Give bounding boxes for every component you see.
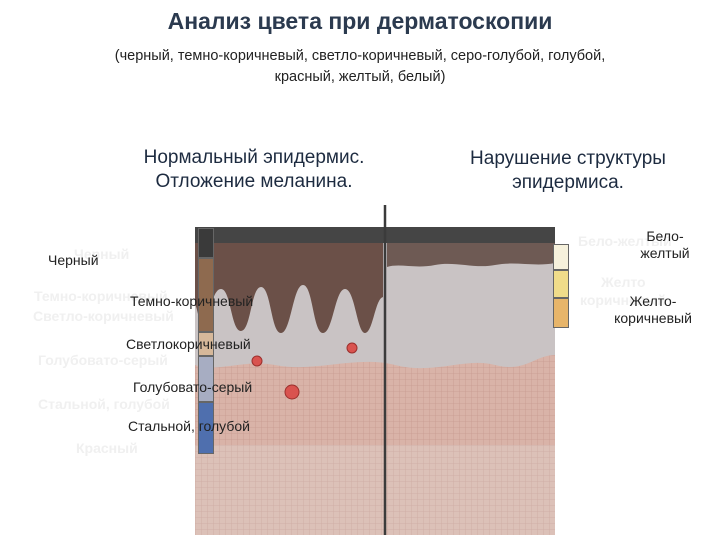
slide-title: Анализ цвета при дерматоскопии xyxy=(0,8,720,35)
label-bluish-gray: Голубовато-серый xyxy=(133,379,252,396)
right-heading-line1: Нарушение структуры xyxy=(440,147,696,171)
stratum-corneum xyxy=(195,227,555,243)
label-yellow-brown-line1: Желто- xyxy=(600,293,706,310)
label-white-yellow: Бело- желтый xyxy=(632,228,698,262)
surface-band xyxy=(195,205,555,227)
skin-cross-section-diagram xyxy=(195,205,555,535)
label-yellow-brown-line2: коричневый xyxy=(600,310,706,327)
left-heading-line2: Отложение меланина. xyxy=(108,170,400,194)
left-panel-heading: Нормальный эпидермис. Отложение меланина… xyxy=(108,146,400,194)
label-black: Черный xyxy=(48,252,99,269)
dermal-vessel-3 xyxy=(285,385,299,399)
label-light-brown: Светлокоричневый xyxy=(126,336,251,353)
lower-dermis-layer xyxy=(195,445,555,535)
label-steel-blue: Стальной, голубой xyxy=(128,418,250,435)
ghost-label-steel-blue: Стальной, голубой xyxy=(38,396,170,412)
right-melanin-layer xyxy=(387,241,555,267)
dermal-vessel-2 xyxy=(347,343,357,353)
ghost-label-red: Красный xyxy=(76,440,138,456)
slide-subtitle: (черный, темно-коричневый, светло-коричн… xyxy=(90,46,630,88)
ghost-label-light-brown: Светло-коричневый xyxy=(33,308,174,324)
color-swatch-white-yellow xyxy=(553,244,569,270)
label-white-yellow-line2: желтый xyxy=(632,245,698,262)
right-panel-heading: Нарушение структуры эпидермиса. xyxy=(440,147,696,195)
label-dark-brown: Темно-коричневый xyxy=(130,293,253,310)
label-white-yellow-line1: Бело- xyxy=(632,228,698,245)
color-swatch-yellow xyxy=(553,270,569,298)
left-heading-line1: Нормальный эпидермис. xyxy=(108,146,400,170)
ghost-label-yellow: Желто xyxy=(601,274,646,290)
dermal-vessel-1 xyxy=(252,356,262,366)
color-swatch-yellow-brown xyxy=(553,298,569,328)
ghost-label-bluish-gray: Голубовато-серый xyxy=(38,352,168,368)
right-heading-line2: эпидермиса. xyxy=(440,171,696,195)
color-swatch-black xyxy=(198,228,214,258)
label-yellow-brown: Желто- коричневый xyxy=(600,293,706,327)
